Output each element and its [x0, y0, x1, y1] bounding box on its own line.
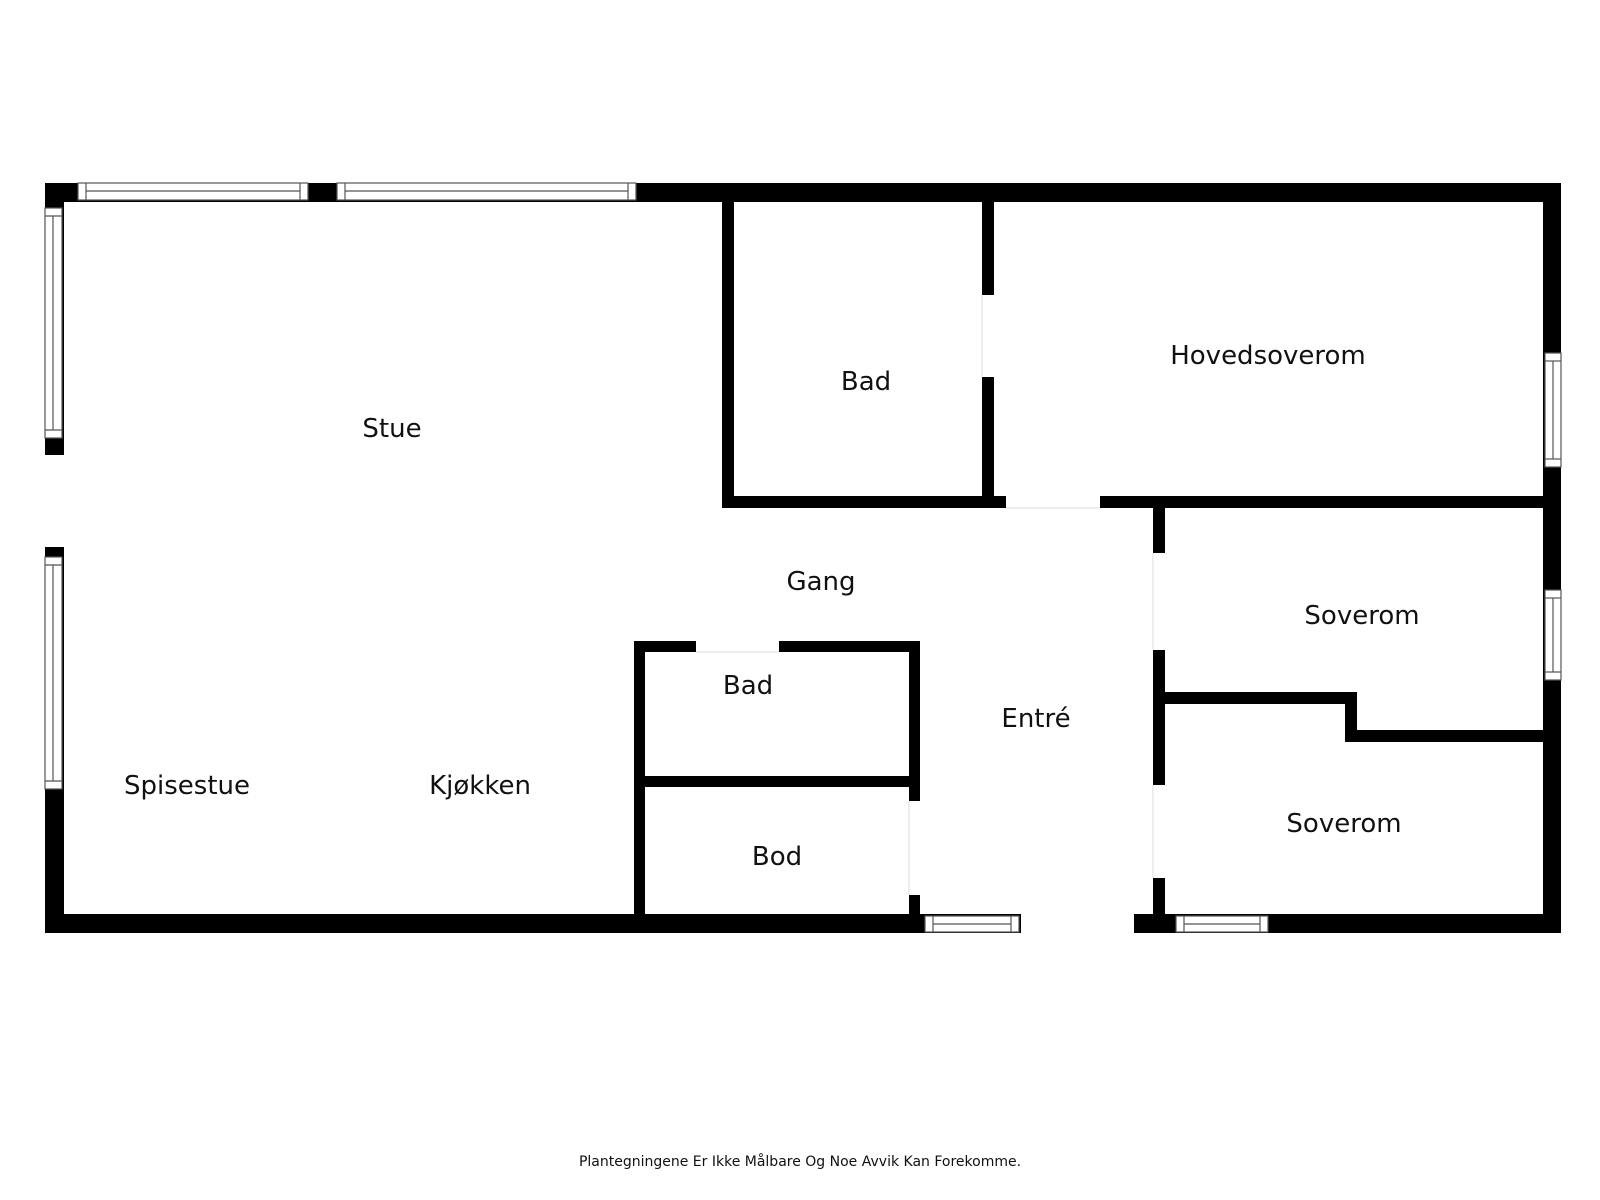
room-label-hovedsoverom: Hovedsoverom	[1170, 341, 1366, 371]
windows	[44, 182, 1562, 933]
room-label-bod: Bod	[752, 842, 802, 872]
wall-bad-right-upper	[982, 195, 994, 295]
wall-soverom-divider-h2	[1345, 730, 1551, 742]
window-top-1	[77, 182, 309, 201]
window-left-lower	[44, 556, 63, 790]
window-top-2	[336, 182, 637, 201]
wall-bad-bod-divider	[640, 776, 920, 787]
room-label-soverom-upper: Soverom	[1304, 601, 1419, 631]
door-entre-bottom	[1021, 914, 1134, 933]
wall-hovedsoverom-bottom	[1100, 496, 1551, 508]
wall-soverom-left-c	[1153, 878, 1165, 923]
wall-soverom-left-b	[1153, 650, 1165, 785]
window-left-upper	[44, 207, 63, 439]
door-left-exterior	[45, 455, 64, 547]
room-label-gang: Gang	[786, 567, 855, 597]
door-hovedsoverom	[1006, 496, 1100, 508]
wall-soverom-divider-v	[1345, 692, 1357, 742]
room-label-bad-small: Bad	[723, 671, 773, 701]
disclaimer-text: Plantegningene Er Ikke Målbare Og Noe Av…	[578, 1154, 1022, 1170]
room-label-stue: Stue	[362, 414, 421, 444]
room-label-bad-top: Bad	[841, 367, 891, 397]
wall-bad-small-right	[909, 641, 920, 801]
room-label-entre: Entré	[1001, 704, 1070, 734]
exterior-wall-right	[1543, 183, 1561, 933]
door-frames	[696, 295, 1154, 895]
wall-bad-bottom	[722, 496, 1006, 508]
room-label-spisestue: Spisestue	[124, 771, 250, 801]
window-bottom-entre	[924, 915, 1020, 933]
window-bottom-soverom	[1175, 915, 1269, 933]
window-right-upper	[1544, 352, 1562, 468]
wall-soverom-left-a	[1153, 503, 1165, 553]
wall-bad-right-lower	[982, 377, 994, 507]
room-label-soverom-lower: Soverom	[1286, 809, 1401, 839]
wall-bad-left	[722, 195, 734, 508]
door-openings	[45, 455, 1134, 933]
window-right-lower	[1544, 589, 1562, 681]
wall-bad-small-left	[634, 641, 645, 922]
wall-bod-right-stub	[909, 895, 920, 923]
exterior-wall-bottom	[45, 914, 1561, 933]
wall-bad-small-top-right	[779, 641, 920, 652]
wall-bad-small-top-left	[634, 641, 696, 652]
wall-soverom-divider-h1	[1160, 692, 1355, 704]
room-labels: Stue Bad Hovedsoverom Gang Bad Entré Sov…	[124, 341, 1420, 872]
room-label-kjokken: Kjøkken	[429, 771, 531, 801]
